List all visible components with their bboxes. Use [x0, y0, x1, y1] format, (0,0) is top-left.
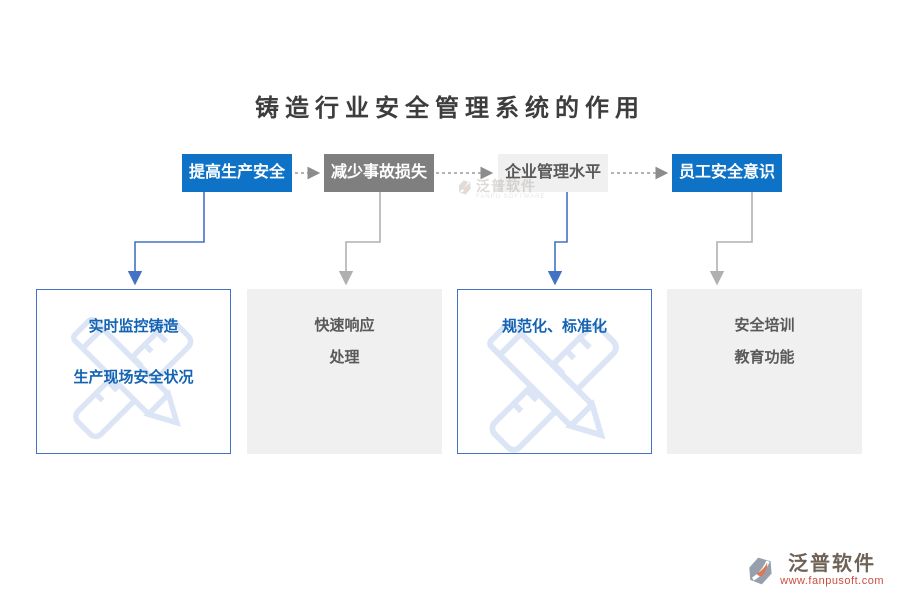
detail-line: 教育功能	[734, 349, 795, 366]
detail-line: 生产现场安全状况	[73, 369, 194, 386]
flow-node-reduce-accident-loss: 减少事故损失	[324, 154, 434, 192]
watermark-caption-text: FANPU SOFTWARE	[476, 194, 546, 200]
pencil-ruler-icon	[486, 320, 619, 453]
watermark-brand-text: 泛普软件	[476, 178, 536, 194]
fanpu-logo-icon	[458, 180, 471, 195]
elbow-connector-3	[547, 192, 568, 286]
detail-line: 安全培训	[734, 317, 795, 334]
footer-brand-text: 泛普软件	[788, 553, 877, 575]
detail-box-standardization: 规范化、标准化	[457, 289, 652, 454]
footer-brand-logo: 泛普软件 www.fanpusoft.com	[744, 553, 884, 588]
detail-line: 快速响应	[314, 317, 375, 334]
elbow-connector-1	[127, 192, 205, 286]
detail-line: 实时监控铸造	[88, 318, 179, 335]
flow-node-employee-safety-awareness: 员工安全意识	[672, 154, 782, 192]
center-watermark: 泛普软件 FANPU SOFTWARE	[456, 179, 545, 201]
elbow-connector-2	[338, 192, 381, 286]
detail-line: 规范化、标准化	[501, 318, 607, 335]
detail-box-quick-response: 快速响应 处理	[247, 289, 442, 454]
detail-box-realtime-monitoring: 实时监控铸造 生产现场安全状况	[36, 289, 231, 454]
elbow-connector-4	[709, 192, 753, 286]
detail-box-safety-training: 安全培训 教育功能	[667, 289, 862, 454]
page-title: 铸造行业安全管理系统的作用	[255, 96, 645, 122]
pencil-ruler-icon	[70, 316, 193, 439]
fanpu-logo-icon	[749, 557, 772, 584]
flow-node-enterprise-management: 企业管理水平	[498, 154, 608, 192]
footer-url-text: www.fanpusoft.com	[780, 575, 884, 587]
flow-node-improve-production-safety: 提高生产安全	[182, 154, 292, 192]
detail-line: 处理	[329, 349, 360, 366]
